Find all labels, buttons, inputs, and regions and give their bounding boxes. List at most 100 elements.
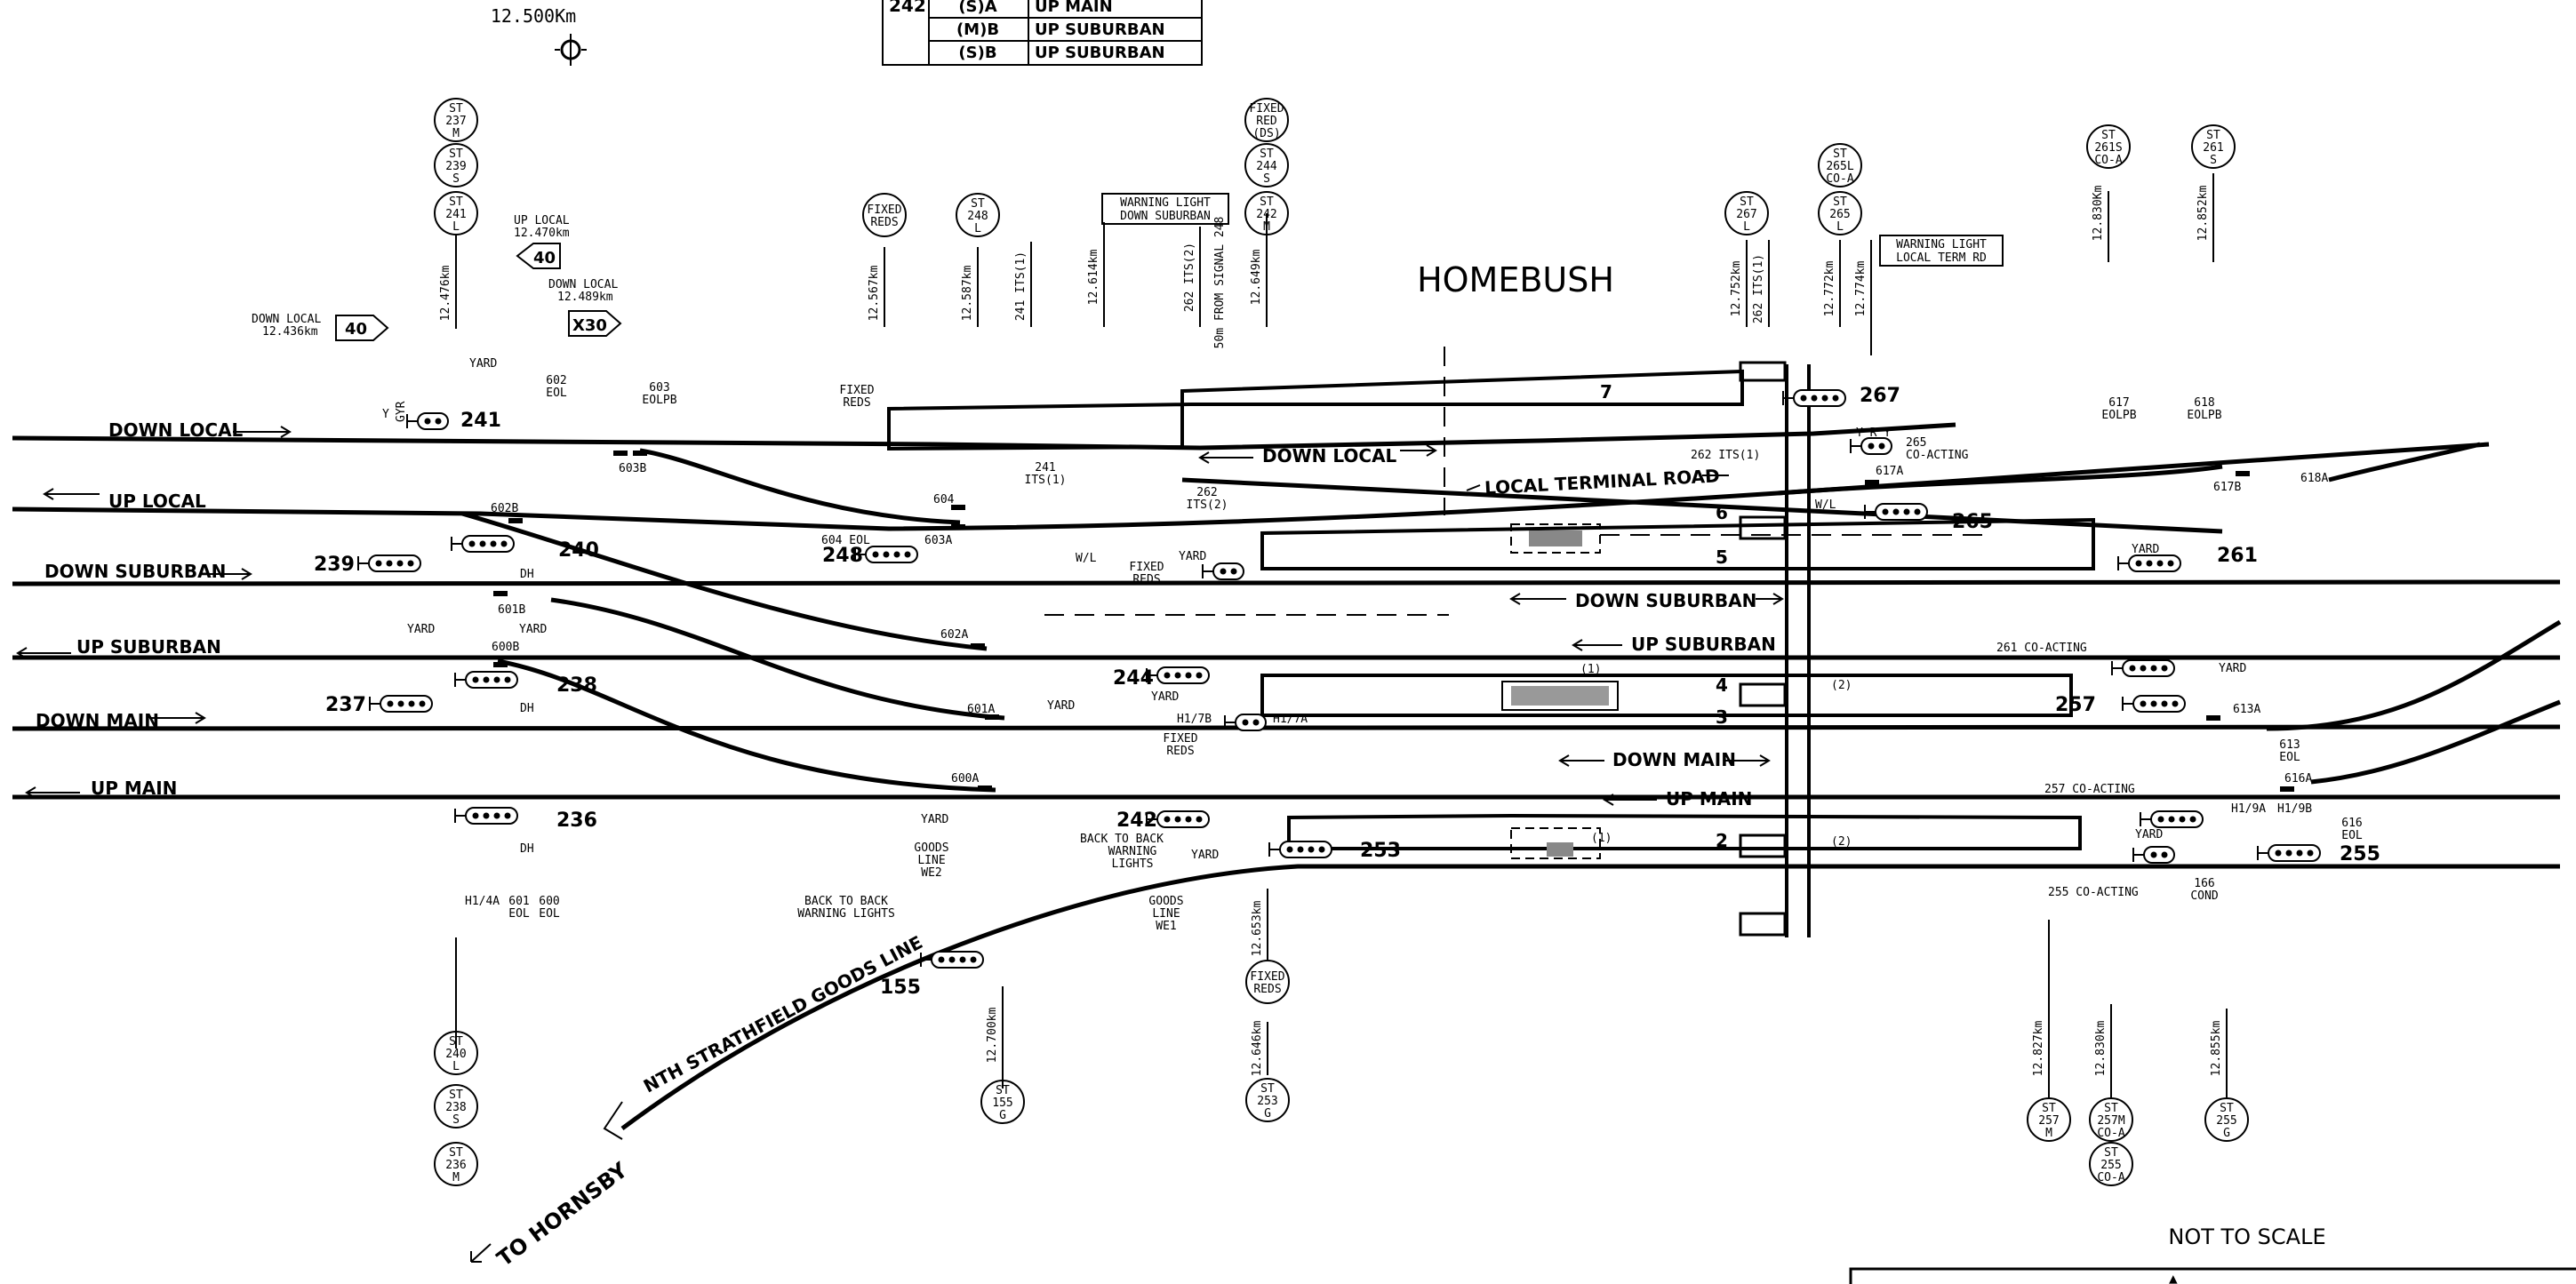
top-circle-text: 244 [1256,160,1277,173]
svg-text:W/L: W/L [1076,552,1097,565]
chainage-label: 12.700km [986,1008,999,1064]
arrow-icon [1558,754,1771,767]
signal-head [1850,437,1892,455]
signal-lamp [504,812,511,819]
signal-155: 155 [880,977,921,999]
legend-frame [1849,1267,2576,1284]
point-markers [493,451,2294,792]
signal-head [406,412,449,430]
svg-text:602: 602 [546,374,566,387]
signal-lamp [1185,672,1192,679]
signal-head [369,695,433,713]
svg-text:EOLPB: EOLPB [2187,409,2221,422]
signal-head [1224,714,1267,731]
svg-text:12.470km: 12.470km [514,227,570,240]
svg-text:265: 265 [1906,436,1926,450]
signal-lamp [1174,672,1181,679]
signal-lamp [1903,508,1910,515]
top-circle-text: ST [1833,195,1847,209]
platform-6: 6 [1716,502,1728,523]
top-circle-text: L [452,220,460,234]
svg-text:REDS: REDS [843,396,870,410]
signal-lamp [2150,665,2157,672]
svg-text:600A: 600A [951,772,979,786]
chainage-label: 12.587km [961,266,974,322]
chainage-lines [455,173,2228,1097]
signal-lamp [1821,395,1828,402]
label-down-main: DOWN MAIN [36,710,159,731]
top-circle-text: ST [2101,129,2116,142]
signal-257: 257 [2055,694,2096,716]
signal-table: 242 (S)A UP MAIN (M)B UP SUBURBAN (S)B U… [882,0,1203,66]
signal-244: 244 [1113,667,1154,690]
signal-239: 239 [314,554,355,576]
svg-text:H1/4A: H1/4A [465,895,500,908]
arrow-left-icon [1572,639,1622,651]
bottom-circle-text: M [452,1171,460,1184]
arrow-right-icon [199,568,252,580]
top-circle-text: ST [971,197,985,211]
signal-head [2111,659,2175,677]
signal-lamp [407,560,414,567]
svg-text:DOWN LOCAL: DOWN LOCAL [548,278,618,291]
svg-text:618A: 618A [2300,472,2328,485]
svg-text:H1/9A: H1/9A [2231,802,2266,816]
chainage-marker-icon [555,34,587,66]
chainage-label: 12.772km [1823,261,1836,317]
signal-lamp [2156,560,2164,567]
label-down-suburban-mid: DOWN SUBURBAN [1575,590,1756,611]
platform-5: 5 [1716,546,1728,568]
chainage-label: 12.827km [2032,1021,2045,1077]
top-circle-text: (DS) [1252,127,1280,140]
signal-lamp [948,956,956,963]
svg-text:FIXED: FIXED [1163,732,1197,746]
svg-text:X30: X30 [572,316,607,335]
warning-box-local-term: WARNING LIGHT LOCAL TERM RD [1879,235,2004,267]
svg-text:261 CO-ACTING: 261 CO-ACTING [1996,642,2087,655]
station-name: HOMEBUSH [1417,260,1614,299]
signal-head [1146,810,1210,828]
top-circle-text: 265L [1826,160,1853,173]
svg-text:40: 40 [533,249,556,267]
svg-text:YARD: YARD [1047,699,1075,713]
svg-text:LINE: LINE [917,854,945,867]
signal-lamp [1252,719,1260,726]
signal-lamp [2150,700,2157,707]
bottom-circle-text: 257M [2097,1114,2124,1128]
signal-236: 236 [556,809,597,832]
label-local-terminal-road: LOCAL TERMINAL ROAD [1484,465,1721,498]
chainage-label: 12.614km [1087,250,1100,306]
chainage-label: 12.752km [1730,261,1743,317]
bottom-circle-text: ST [996,1084,1010,1097]
signal-240: 240 [558,539,599,562]
signal-head [454,671,518,689]
arrow-right-icon [233,426,292,438]
svg-text:601: 601 [508,895,529,908]
signal-lamp [970,956,977,963]
signal-lamp [2146,560,2153,567]
track-up-local [12,442,2490,531]
signal-lamp [2172,700,2179,707]
signal-lamp [2161,665,2168,672]
svg-text:613: 613 [2279,738,2300,752]
signal-lamp [2179,816,2186,823]
svg-text:604 EOL: 604 EOL [821,534,870,547]
svg-text:602B: 602B [491,502,518,515]
arrow-icon [470,1243,492,1263]
svg-text:GOODS: GOODS [1148,895,1183,908]
top-circle-text: S [1263,172,1270,186]
signal-lamp [387,700,394,707]
signal-head [454,807,518,825]
signal-lamp [483,676,490,683]
signal-head [854,546,918,563]
signal-lamp [883,551,890,558]
table-code: (S)B [958,44,996,62]
svg-text:LIGHTS: LIGHTS [1112,857,1154,871]
signal-lamp [1800,395,1807,402]
signal-heads [357,389,2321,969]
signal-267: 267 [1860,385,1900,407]
